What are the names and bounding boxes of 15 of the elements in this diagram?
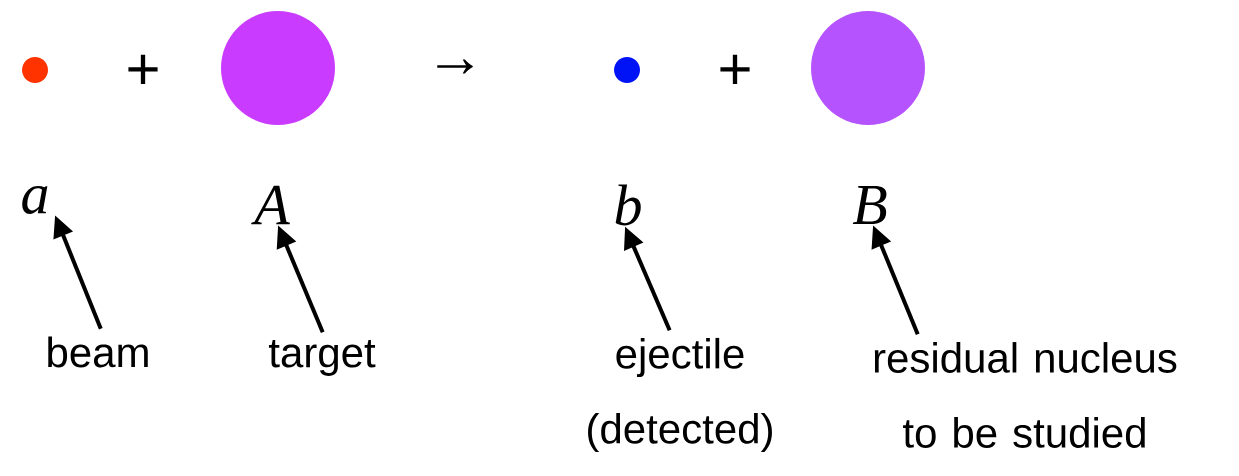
particle-symbol: a [22, 186, 48, 214]
description-text: beam [48, 336, 148, 368]
description-text: residual nucleus to be studied [874, 342, 1177, 448]
particle-symbol: B [852, 185, 887, 225]
particle-symbol: A [251, 185, 290, 225]
reaction-symbol: + [720, 54, 750, 85]
particle-circle [221, 11, 335, 125]
description-text: target [268, 340, 376, 376]
particle-circle [22, 57, 48, 83]
reaction-symbol: + [128, 54, 158, 85]
particle-circle [614, 57, 640, 83]
particle-symbol: b [615, 184, 641, 226]
description-text: ejectile (detected) [588, 337, 772, 453]
reaction-symbol: → [437, 59, 473, 74]
particle-circle [811, 11, 925, 125]
